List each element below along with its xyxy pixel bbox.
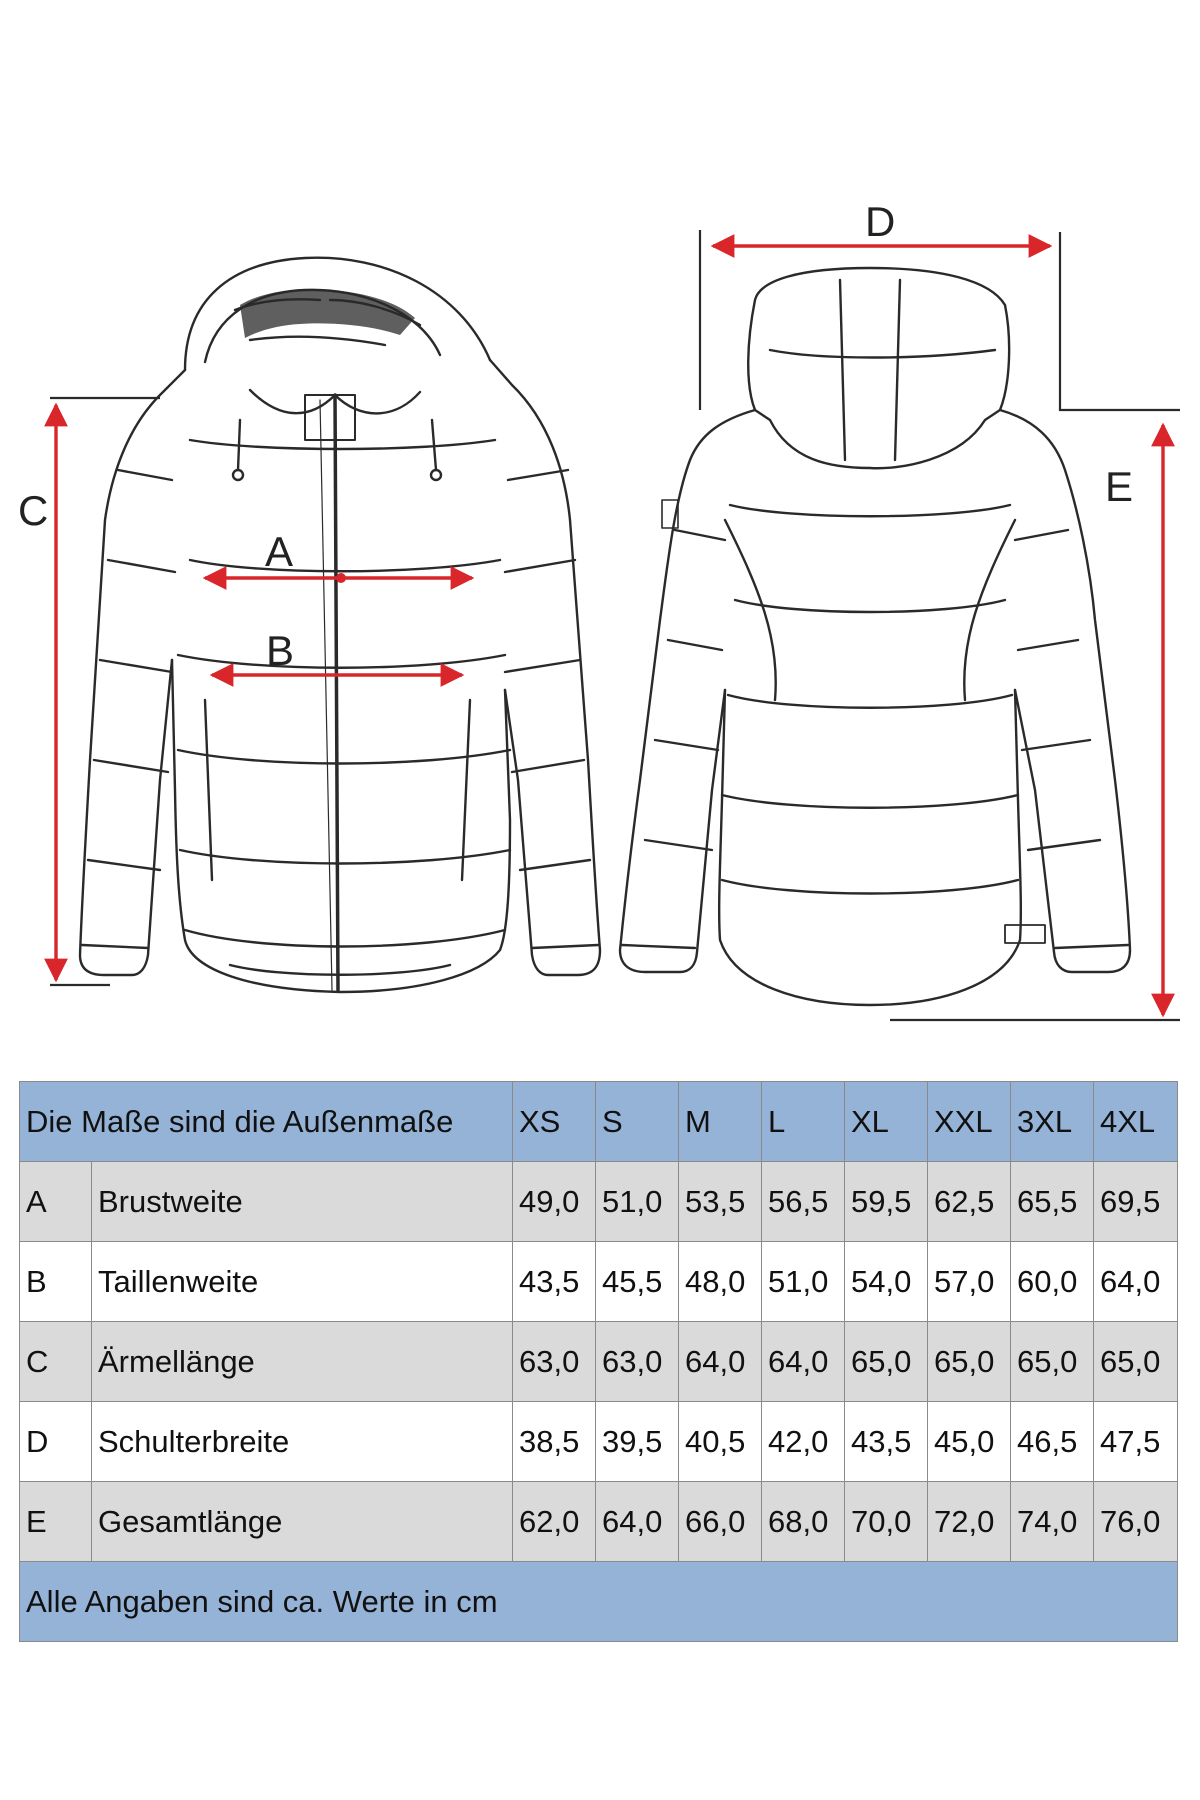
table-cell: 59,5 <box>844 1161 928 1242</box>
table-row: A Brustweite 49,0 51,0 53,5 56,5 59,5 62… <box>19 1161 1178 1242</box>
jacket-back-drawing <box>618 266 1132 1007</box>
size-header: 3XL <box>1010 1081 1094 1162</box>
table-cell: 64,0 <box>761 1321 845 1402</box>
table-cell: 63,0 <box>595 1321 679 1402</box>
table-row: E Gesamtlänge 62,0 64,0 66,0 68,0 70,0 7… <box>19 1481 1178 1562</box>
table-header-row: Die Maße sind die Außenmaße XS S M L XL … <box>19 1081 1178 1162</box>
table-cell: 48,0 <box>678 1241 762 1322</box>
table-row: D Schulterbreite 38,5 39,5 40,5 42,0 43,… <box>19 1401 1178 1482</box>
jacket-front-drawing <box>78 256 602 994</box>
row-code: A <box>19 1161 92 1242</box>
table-cell: 62,5 <box>927 1161 1011 1242</box>
row-name: Schulterbreite <box>91 1401 513 1482</box>
size-header: XS <box>512 1081 596 1162</box>
row-name: Ärmellänge <box>91 1321 513 1402</box>
table-cell: 51,0 <box>761 1241 845 1322</box>
table-cell: 43,5 <box>844 1401 928 1482</box>
row-code: E <box>19 1481 92 1562</box>
dimension-guides <box>50 230 1180 1022</box>
label-a: A <box>265 528 293 575</box>
table-cell: 65,0 <box>927 1321 1011 1402</box>
table-cell: 62,0 <box>512 1481 596 1562</box>
table-cell: 45,0 <box>927 1401 1011 1482</box>
table-cell: 65,5 <box>1010 1161 1094 1242</box>
table-row: B Taillenweite 43,5 45,5 48,0 51,0 54,0 … <box>19 1241 1178 1322</box>
table-cell: 51,0 <box>595 1161 679 1242</box>
table-cell: 39,5 <box>595 1401 679 1482</box>
footer-note: Alle Angaben sind ca. Werte in cm <box>19 1561 1178 1642</box>
table-cell: 63,0 <box>512 1321 596 1402</box>
size-header: L <box>761 1081 845 1162</box>
row-name: Gesamtlänge <box>91 1481 513 1562</box>
label-c: C <box>18 487 48 534</box>
size-header: XXL <box>927 1081 1011 1162</box>
table-cell: 64,0 <box>678 1321 762 1402</box>
table-cell: 40,5 <box>678 1401 762 1482</box>
table-cell: 69,5 <box>1093 1161 1178 1242</box>
table-footer-row: Alle Angaben sind ca. Werte in cm <box>19 1561 1178 1642</box>
table-cell: 46,5 <box>1010 1401 1094 1482</box>
table-row: C Ärmellänge 63,0 63,0 64,0 64,0 65,0 65… <box>19 1321 1178 1402</box>
row-name: Brustweite <box>91 1161 513 1242</box>
table-cell: 65,0 <box>1093 1321 1178 1402</box>
row-code: D <box>19 1401 92 1482</box>
table-cell: 74,0 <box>1010 1481 1094 1562</box>
table-cell: 65,0 <box>1010 1321 1094 1402</box>
label-b: B <box>266 627 294 674</box>
table-cell: 38,5 <box>512 1401 596 1482</box>
table-cell: 56,5 <box>761 1161 845 1242</box>
table-cell: 43,5 <box>512 1241 596 1322</box>
row-code: B <box>19 1241 92 1322</box>
measurement-arrows <box>44 234 1175 1018</box>
size-header: XL <box>844 1081 928 1162</box>
table-cell: 45,5 <box>595 1241 679 1322</box>
table-cell: 68,0 <box>761 1481 845 1562</box>
table-cell: 65,0 <box>844 1321 928 1402</box>
table-cell: 47,5 <box>1093 1401 1178 1482</box>
table-cell: 64,0 <box>595 1481 679 1562</box>
row-name: Taillenweite <box>91 1241 513 1322</box>
arrow-a-center-dot <box>336 573 346 583</box>
label-e: E <box>1105 463 1133 510</box>
table-cell: 72,0 <box>927 1481 1011 1562</box>
jacket-measurement-diagram: A B C D E <box>18 198 1180 1022</box>
hood-lining-shadow <box>240 289 415 338</box>
header-title: Die Maße sind die Außenmaße <box>19 1081 513 1162</box>
size-header: 4XL <box>1093 1081 1178 1162</box>
size-header: S <box>595 1081 679 1162</box>
table-cell: 66,0 <box>678 1481 762 1562</box>
table-cell: 60,0 <box>1010 1241 1094 1322</box>
table-cell: 49,0 <box>512 1161 596 1242</box>
table-cell: 70,0 <box>844 1481 928 1562</box>
label-d: D <box>865 198 895 245</box>
table-cell: 54,0 <box>844 1241 928 1322</box>
size-header: M <box>678 1081 762 1162</box>
table-cell: 42,0 <box>761 1401 845 1482</box>
table-cell: 53,5 <box>678 1161 762 1242</box>
table-cell: 64,0 <box>1093 1241 1178 1322</box>
row-code: C <box>19 1321 92 1402</box>
table-cell: 76,0 <box>1093 1481 1178 1562</box>
size-table: Die Maße sind die Außenmaße XS S M L XL … <box>19 1081 1178 1642</box>
table-cell: 57,0 <box>927 1241 1011 1322</box>
